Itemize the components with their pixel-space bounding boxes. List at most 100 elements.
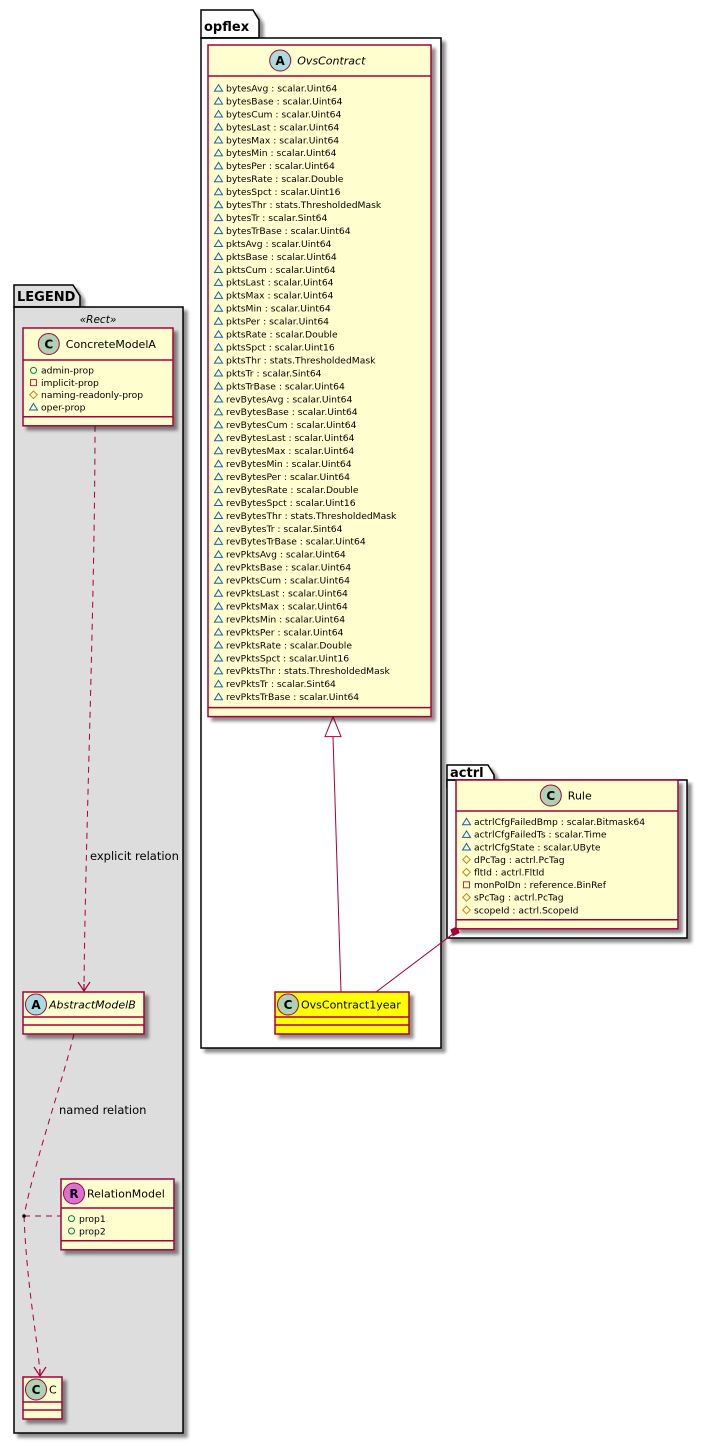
attribute-text: actrlCfgState : scalar.UByte bbox=[474, 842, 601, 853]
attribute-text: revBytesThr : stats.ThresholdedMask bbox=[226, 511, 397, 522]
class-kind-letter: A bbox=[276, 54, 286, 68]
package-visibility-icon bbox=[213, 446, 224, 455]
class-kind-letter: C bbox=[44, 337, 53, 351]
attribute-text: revPktsTrBase : scalar.Uint64 bbox=[226, 692, 359, 703]
attribute-text: pktsPer : scalar.Uint64 bbox=[226, 317, 329, 328]
attribute-text: sPcTag : actrl.PcTag bbox=[474, 893, 564, 904]
attribute-text: dPcTag : actrl.PcTag bbox=[474, 855, 565, 866]
package-visibility-icon bbox=[213, 601, 224, 610]
package-visibility-icon bbox=[213, 226, 224, 235]
protected-visibility-icon bbox=[461, 892, 472, 902]
package-visibility-icon bbox=[213, 640, 224, 649]
class-kind-letter: A bbox=[31, 998, 41, 1012]
package-visibility-icon bbox=[213, 109, 224, 118]
attribute-text: revPktsSpct : scalar.Uint16 bbox=[226, 653, 349, 664]
attribute-text: naming-readonly-prop bbox=[41, 390, 143, 401]
attribute-text: revBytesTrBase : scalar.Uint64 bbox=[226, 537, 366, 548]
package-tab bbox=[13, 284, 81, 308]
class-attribute: revBytesPer : scalar.Uint64 bbox=[213, 472, 350, 483]
package-name: LEGEND bbox=[17, 290, 76, 305]
class-box bbox=[455, 779, 679, 930]
package-visibility-icon bbox=[213, 394, 224, 403]
class-kind-letter: C bbox=[284, 998, 293, 1012]
class-attribute: naming-readonly-prop bbox=[28, 390, 143, 401]
attribute-text: revBytesMax : scalar.Uint64 bbox=[226, 446, 354, 457]
package-visibility-icon bbox=[213, 316, 224, 325]
package-visibility-icon bbox=[213, 174, 224, 183]
package-visibility-icon bbox=[213, 277, 224, 286]
attribute-text: bytesTrBase : scalar.Uint64 bbox=[226, 226, 351, 237]
package-visibility-icon bbox=[213, 329, 224, 338]
package-tab bbox=[200, 9, 260, 39]
attribute-text: revPktsThr : stats.ThresholdedMask bbox=[226, 666, 390, 677]
class-concrete-model-a[interactable]: ConcreteModelACadmin-propimplicit-propna… bbox=[22, 327, 174, 427]
class-attribute: pktsSpct : scalar.Uint16 bbox=[213, 342, 335, 353]
class-attribute: revBytesLast : scalar.Uint64 bbox=[213, 433, 355, 444]
package-visibility-icon bbox=[213, 692, 224, 701]
class-attribute: scopeId : actrl.ScopeId bbox=[461, 905, 579, 916]
class-kind-letter: C bbox=[32, 1383, 41, 1397]
class-attribute: pktsBase : scalar.Uint64 bbox=[213, 252, 337, 263]
class-attribute: bytesTr : scalar.Sint64 bbox=[213, 213, 327, 224]
package-visibility-icon bbox=[213, 511, 224, 519]
relation-named-line bbox=[23, 1033, 75, 1217]
class-attribute: revPktsTrBase : scalar.Uint64 bbox=[213, 692, 359, 703]
junction-dot bbox=[22, 1214, 26, 1218]
attribute-text: pktsBase : scalar.Uint64 bbox=[226, 252, 337, 263]
package-visibility-icon bbox=[213, 485, 224, 494]
package-visibility-icon bbox=[213, 122, 224, 131]
attribute-text: pktsThr : stats.ThresholdedMask bbox=[226, 355, 376, 366]
package-visibility-icon bbox=[213, 575, 224, 584]
attribute-text: revPktsAvg : scalar.Uint64 bbox=[226, 550, 346, 561]
attribute-text: pktsCum : scalar.Uint64 bbox=[226, 265, 336, 276]
attribute-text: pktsSpct : scalar.Uint16 bbox=[226, 342, 335, 353]
private-visibility-icon bbox=[463, 881, 470, 889]
attribute-text: pktsTr : scalar.Sint64 bbox=[226, 368, 322, 379]
attribute-text: bytesMin : scalar.Uint64 bbox=[226, 148, 337, 159]
class-attribute: revPktsLast : scalar.Uint64 bbox=[213, 588, 348, 600]
attribute-text: revBytesMin : scalar.Uint64 bbox=[226, 459, 352, 470]
class-attribute: actrlCfgState : scalar.UByte bbox=[461, 842, 601, 853]
class-attribute: bytesThr : stats.ThresholdedMask bbox=[213, 200, 382, 211]
package-visibility-icon bbox=[213, 200, 224, 209]
class-attribute: pktsMin : scalar.Uint64 bbox=[213, 304, 331, 315]
class-attribute: revPktsThr : stats.ThresholdedMask bbox=[213, 666, 390, 677]
package-visibility-icon bbox=[213, 588, 224, 597]
attribute-text: pktsMin : scalar.Uint64 bbox=[226, 304, 331, 315]
class-name: OvsContract bbox=[297, 55, 366, 68]
protected-visibility-icon bbox=[461, 905, 472, 915]
relation-composition-line bbox=[375, 933, 454, 993]
class-c[interactable]: CC bbox=[22, 1376, 63, 1420]
package-visibility-icon bbox=[213, 433, 224, 442]
attribute-text: revPktsTr : scalar.Sint64 bbox=[226, 679, 336, 690]
abstract-class-icon bbox=[269, 49, 292, 72]
class-attribute: pktsTr : scalar.Sint64 bbox=[213, 368, 322, 379]
class-attribute: bytesPer : scalar.Uint64 bbox=[213, 161, 335, 172]
class-attribute: pktsRate : scalar.Double bbox=[213, 329, 338, 341]
package-visibility-icon bbox=[213, 498, 224, 507]
attribute-text: revBytesSpct : scalar.Uint16 bbox=[226, 498, 356, 509]
class-attribute: revBytesMax : scalar.Uint64 bbox=[213, 446, 354, 457]
class-attribute: pktsTrBase : scalar.Uint64 bbox=[213, 381, 345, 392]
class-attribute: revBytesTr : scalar.Sint64 bbox=[213, 524, 343, 535]
package-visibility-icon bbox=[213, 666, 224, 675]
class-attribute: revBytesThr : stats.ThresholdedMask bbox=[213, 511, 397, 522]
attribute-text: actrlCfgFailedTs : scalar.Time bbox=[474, 830, 607, 841]
class-attribute: bytesTrBase : scalar.Uint64 bbox=[213, 226, 351, 237]
attribute-text: admin-prop bbox=[41, 366, 94, 377]
classes-layer: ConcreteModelACadmin-propimplicit-propna… bbox=[22, 44, 679, 1420]
arrowhead-open-icon bbox=[33, 1366, 47, 1378]
class-name: RelationModel bbox=[87, 1188, 165, 1201]
attribute-text: revBytesRate : scalar.Double bbox=[226, 485, 359, 496]
attribute-text: bytesSpct : scalar.Uint16 bbox=[226, 187, 341, 198]
class-attribute: bytesMin : scalar.Uint64 bbox=[213, 148, 337, 159]
class-attribute: admin-prop bbox=[30, 366, 94, 377]
package-visibility-icon bbox=[213, 627, 224, 636]
package-visibility-icon bbox=[213, 381, 224, 390]
